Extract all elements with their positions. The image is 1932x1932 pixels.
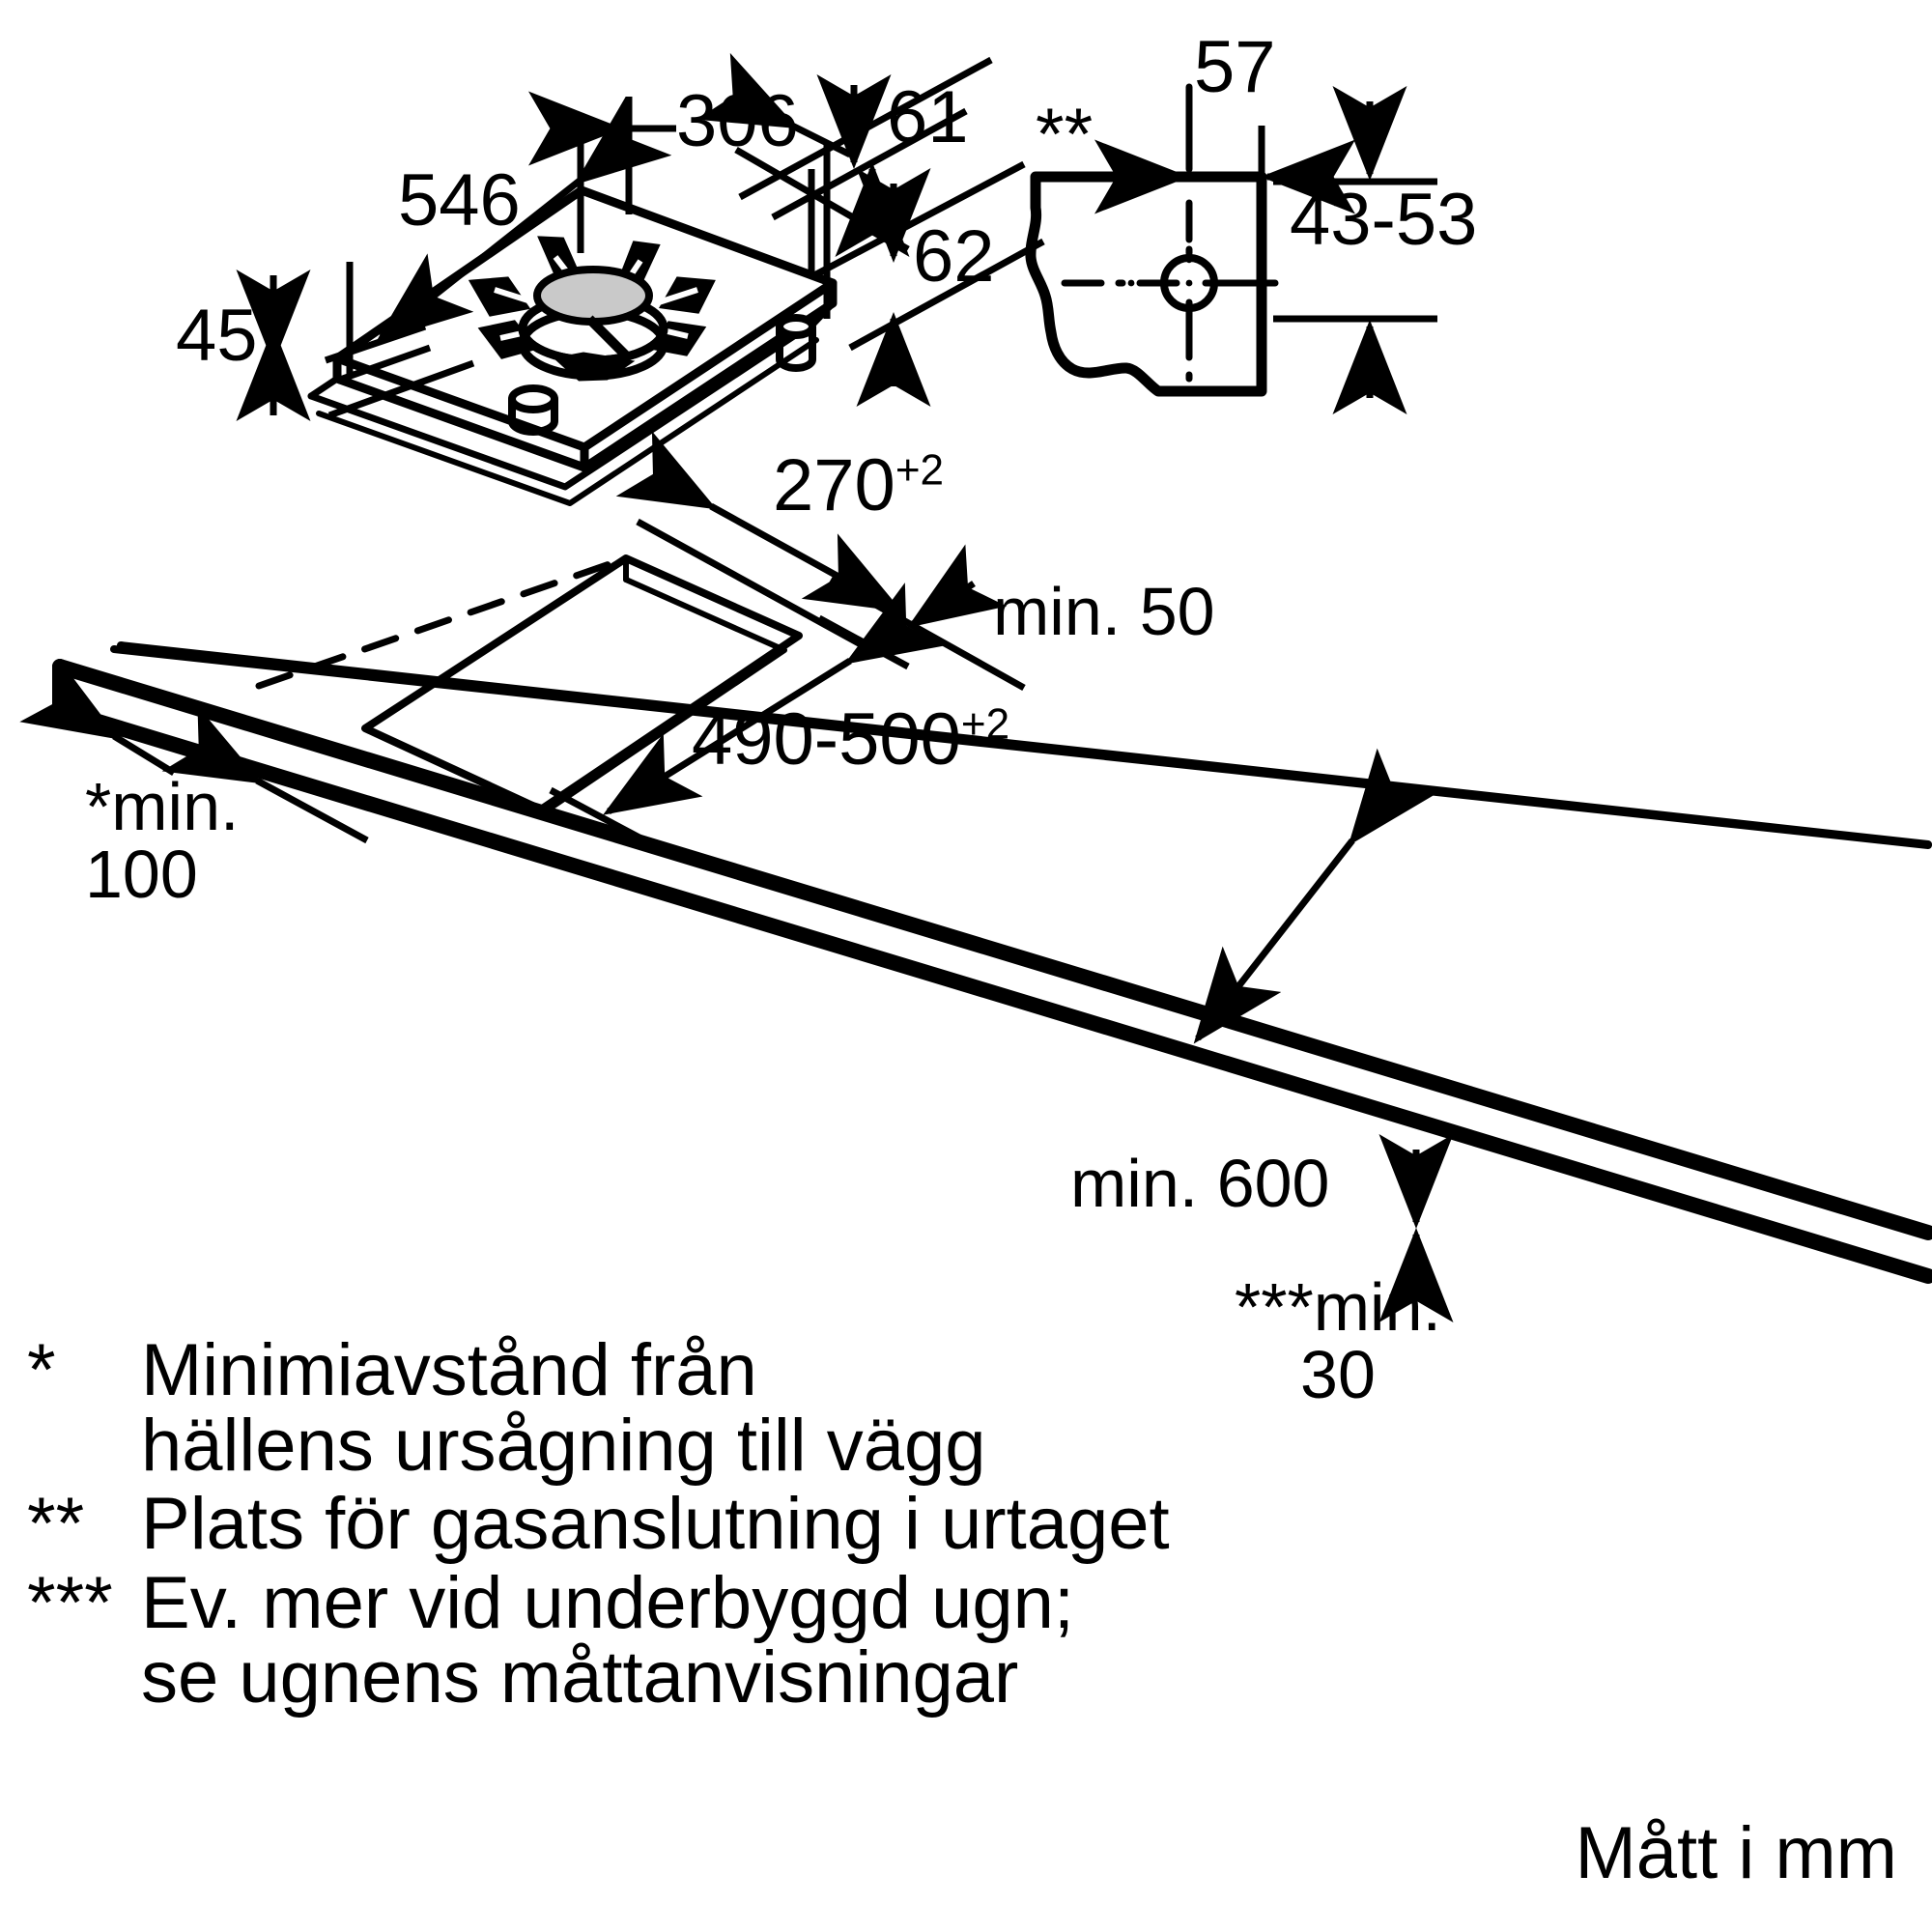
dim-label-45: 45: [176, 295, 258, 377]
legend-item-1: * Minimiavstånd från hällens ursågning t…: [27, 1333, 1360, 1483]
dim-min-100: [19, 658, 369, 844]
dim-label-min-600: min. 600: [1070, 1146, 1330, 1221]
units-note: Mått i mm: [1575, 1812, 1897, 1894]
dim-min-50: [907, 544, 1008, 628]
dim-label-61: 61: [887, 76, 969, 158]
dim-490-500-value: 490-500: [692, 698, 961, 781]
legend-text-1: Minimiavstånd från hällens ursågning til…: [141, 1329, 986, 1487]
dim-label-490-500: 490-500+2: [692, 703, 1009, 777]
min-30-marker: ***: [1235, 1269, 1314, 1345]
dim-270-value: 270: [773, 444, 895, 526]
gas-inset-marker: **: [1036, 94, 1094, 176]
legend-text-3: Ev. mer vid underbyggd ugn; se ugnens må…: [141, 1561, 1075, 1719]
gas-burner: [468, 236, 716, 382]
dim-270-tolerance: +2: [895, 446, 945, 495]
control-knob: [508, 384, 558, 436]
dim-45: [236, 270, 475, 421]
dim-label-min-100: *min. 100: [85, 773, 240, 908]
dim-label-270: 270+2: [773, 449, 944, 523]
dim-490-500: [549, 582, 945, 856]
gas-connection-inset-shape: [1025, 83, 1279, 397]
dim-label-min-50: min. 50: [993, 574, 1215, 649]
min-30-value: min. 30: [1300, 1269, 1441, 1412]
gas-connection-stub: [776, 314, 816, 372]
legend-marker-2: **: [27, 1483, 85, 1566]
dim-min-600: [1193, 748, 1436, 1044]
dim-label-43-53: 43-53: [1290, 179, 1478, 261]
dim-43-53: [1273, 86, 1437, 414]
dim-label-306: 306: [676, 80, 799, 162]
dim-490-500-tolerance: +2: [960, 700, 1010, 749]
worktop-view: [52, 554, 1932, 1284]
hob-isometric-view: [307, 185, 838, 506]
min-100-value: min. 100: [85, 769, 240, 912]
legend: * Minimiavstånd från hällens ursågning t…: [27, 1333, 1360, 1719]
legend-item-2: ** Plats för gasanslutning i urtaget: [27, 1487, 1360, 1562]
legend-text-2: Plats för gasanslutning i urtaget: [141, 1483, 1170, 1566]
legend-marker-1: *: [27, 1329, 56, 1411]
dim-label-min-30: ***min. 30: [1235, 1273, 1441, 1408]
dim-label-546: 546: [398, 159, 521, 242]
dim-label-57: 57: [1194, 26, 1276, 108]
dim-62: [812, 145, 1045, 407]
legend-marker-3: ***: [27, 1561, 113, 1644]
legend-item-3: *** Ev. mer vid underbyggd ugn; se ugnen…: [27, 1561, 1360, 1719]
dim-57: [1094, 126, 1355, 214]
min-100-marker: *: [85, 769, 112, 844]
dim-270: [615, 431, 1026, 692]
dim-label-62: 62: [913, 215, 995, 298]
